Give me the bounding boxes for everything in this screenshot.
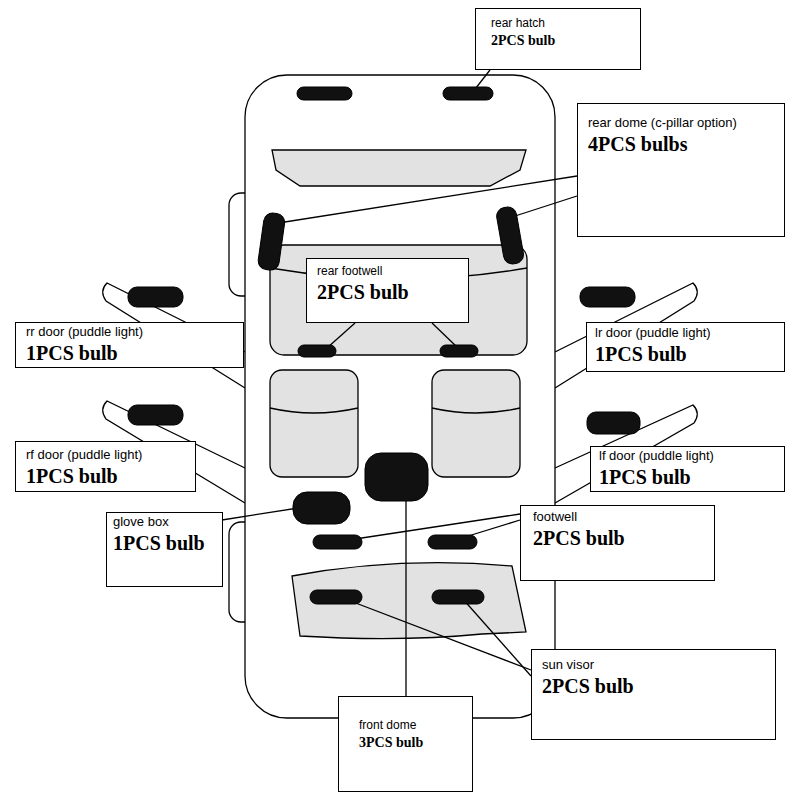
leader-line	[222, 70, 577, 696]
front-seat	[270, 408, 358, 413]
callout-box: front dome 3PCS bulb	[338, 696, 473, 792]
callout-box: rf door (puddle light) 1PCS bulb	[15, 441, 196, 492]
location-label: glove box	[113, 515, 216, 530]
location-label: front dome	[359, 719, 464, 733]
location-label: rear footwell	[317, 265, 460, 279]
bulb-count: 1PCS bulb	[113, 532, 216, 555]
callout-box: rear dome (c-pillar option) 4PCS bulbs	[577, 103, 785, 237]
callout-box: glove box 1PCS bulb	[106, 512, 223, 587]
bulb-count: 4PCS bulbs	[588, 133, 776, 156]
callout-box: rear hatch 2PCS bulb	[475, 8, 641, 70]
bulb-count: 2PCS bulb	[542, 675, 767, 698]
callout-box: rear footwell 2PCS bulb	[306, 258, 469, 323]
location-label: rear hatch	[491, 17, 632, 31]
front-seat	[432, 370, 520, 477]
bulb-count: 1PCS bulb	[599, 466, 776, 489]
callout-box: lf door (puddle light) 1PCS bulb	[590, 446, 785, 492]
callout-box: footwell 2PCS bulb	[520, 505, 715, 581]
front-seat	[432, 408, 520, 413]
bulb-count: 1PCS bulb	[595, 343, 776, 366]
bulb-count: 2PCS bulb	[533, 527, 706, 550]
bulb-count: 1PCS bulb	[26, 465, 187, 488]
callout-box: rr door (puddle light) 1PCS bulb	[15, 322, 244, 368]
bulb-count: 1PCS bulb	[26, 342, 235, 365]
callout-box: sun visor 2PCS bulb	[531, 649, 776, 740]
location-label: footwell	[533, 510, 706, 525]
location-label: sun visor	[542, 658, 767, 673]
car-body	[245, 75, 555, 718]
bulb-count: 3PCS bulb	[359, 735, 464, 751]
bulb-count: 2PCS bulb	[491, 33, 632, 49]
location-label: rf door (puddle light)	[26, 448, 187, 463]
windshield	[292, 563, 526, 639]
location-label: lf door (puddle light)	[599, 449, 776, 464]
rear-seat	[270, 245, 527, 355]
bulb-count: 2PCS bulb	[317, 281, 460, 304]
location-label: rear dome (c-pillar option)	[588, 116, 776, 131]
front-seat	[270, 370, 358, 477]
rear-window	[272, 150, 526, 186]
callout-box: lr door (puddle light) 1PCS bulb	[586, 322, 785, 372]
location-label: lr door (puddle light)	[595, 326, 776, 341]
location-label: rr door (puddle light)	[26, 325, 235, 340]
